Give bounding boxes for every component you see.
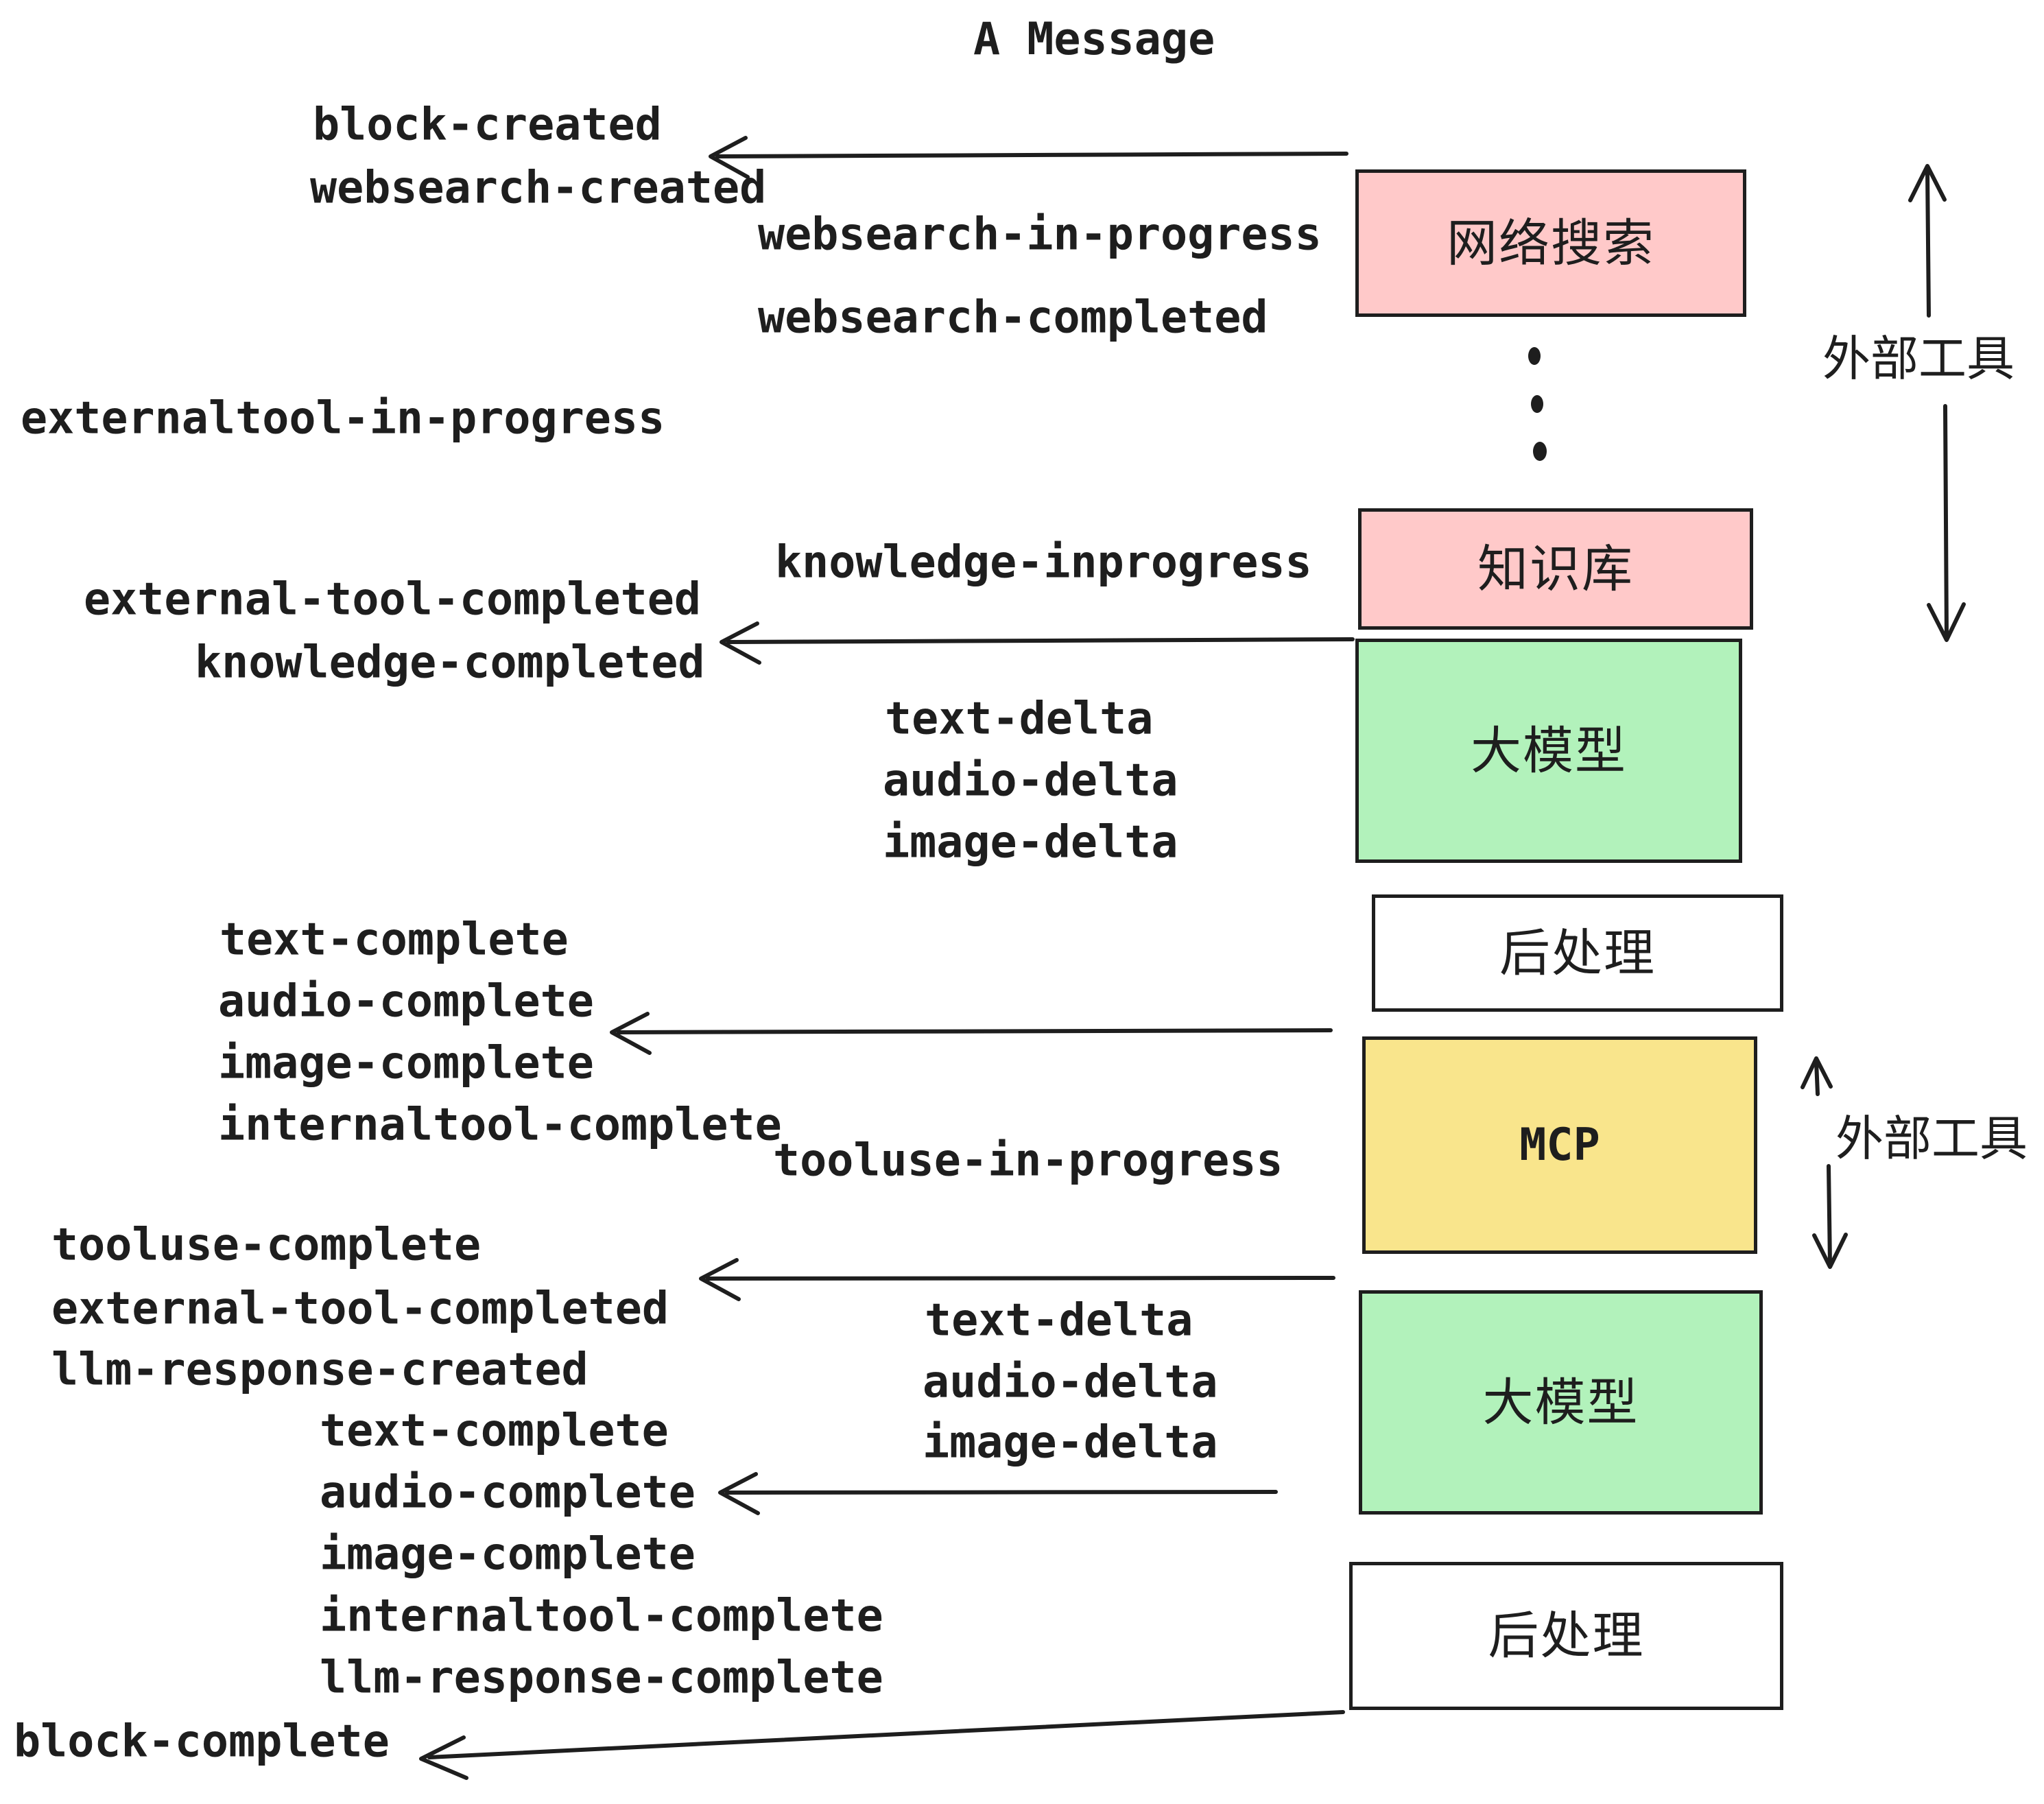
event-label-image-complete-2: image-complete: [320, 1528, 696, 1580]
box-knowledge-label: 知识库: [1477, 539, 1634, 599]
event-label-text-delta-2: text-delta: [925, 1294, 1193, 1346]
side-label-external-tools-1: 外部工具: [1822, 331, 2015, 387]
box-mcp: MCP: [1362, 1036, 1757, 1254]
event-label-internaltool-complete-2: internaltool-complete: [320, 1590, 883, 1642]
arrow-postprocess2-to-block-complete-icon: [419, 1710, 1345, 1780]
arrow-websearch-to-block-created-icon: [709, 136, 1348, 179]
event-label-knowledge-inprogress: knowledge-inprogress: [775, 536, 1312, 589]
arrow-postprocess-to-image-complete-icon: [610, 1012, 1333, 1055]
event-label-image-delta-2: image-delta: [923, 1416, 1218, 1469]
arrow-knowledge-to-knowledge-completed-icon: [720, 621, 1355, 665]
event-label-audio-complete-2: audio-complete: [320, 1467, 696, 1519]
event-label-llm-response-created: llm-response-created: [51, 1344, 589, 1396]
event-label-audio-delta: audio-delta: [883, 755, 1178, 807]
event-label-llm-response-complete: llm-response-complete: [320, 1652, 883, 1704]
event-label-audio-complete: audio-complete: [218, 975, 594, 1028]
event-label-external-tool-completed-2: external-tool-completed: [51, 1283, 669, 1335]
box-llm-2: 大模型: [1359, 1290, 1763, 1515]
box-mcp-label: MCP: [1519, 1119, 1600, 1171]
event-label-tooluse-complete: tooluse-complete: [51, 1219, 482, 1271]
event-label-text-delta: text-delta: [885, 693, 1154, 745]
event-label-websearch-in-progress: websearch-in-progress: [758, 209, 1322, 261]
event-label-image-delta: image-delta: [883, 816, 1178, 868]
external-tools-down-arrow-1-icon: [1927, 404, 1966, 642]
box-knowledge: 知识库: [1358, 508, 1753, 630]
event-label-external-tool-completed: external-tool-completed: [84, 573, 702, 626]
arrow-mcp-to-tooluse-complete-icon: [699, 1258, 1335, 1301]
event-label-tooluse-in-progress: tooluse-in-progress: [773, 1135, 1283, 1187]
box-postprocess-2-label: 后处理: [1488, 1606, 1645, 1665]
event-label-externaltool-in-progress: externaltool-in-progress: [21, 392, 665, 444]
box-websearch: 网络搜索: [1355, 169, 1746, 317]
external-tools-down-arrow-2-icon: [1812, 1164, 1848, 1269]
event-label-websearch-created: websearch-created: [310, 162, 767, 214]
event-label-block-created: block-created: [313, 99, 662, 151]
event-label-image-complete: image-complete: [218, 1037, 594, 1089]
ellipsis-dots-icon: [1528, 347, 1547, 461]
box-llm-1: 大模型: [1355, 639, 1742, 863]
event-label-block-complete: block-complete: [14, 1716, 390, 1768]
diagram-title: A Message: [973, 14, 1215, 65]
external-tools-up-arrow-2-icon: [1801, 1056, 1833, 1096]
event-label-audio-delta-2: audio-delta: [923, 1356, 1218, 1408]
box-postprocess-1: 后处理: [1372, 894, 1783, 1012]
event-label-internaltool-complete: internaltool-complete: [218, 1099, 782, 1151]
event-label-text-complete: text-complete: [219, 914, 569, 966]
event-label-text-complete-2: text-complete: [320, 1405, 669, 1457]
event-label-knowledge-completed: knowledge-completed: [195, 637, 705, 689]
box-websearch-label: 网络搜索: [1447, 213, 1655, 273]
side-label-external-tools-2: 外部工具: [1835, 1111, 2028, 1167]
box-llm-2-label: 大模型: [1482, 1373, 1639, 1432]
arrow-llm2-to-audio-complete-icon: [718, 1472, 1278, 1515]
box-postprocess-2: 后处理: [1349, 1562, 1783, 1710]
box-postprocess-1-label: 后处理: [1499, 923, 1656, 983]
event-label-websearch-completed: websearch-completed: [758, 292, 1268, 344]
box-llm-1-label: 大模型: [1471, 721, 1627, 781]
external-tools-up-arrow-1-icon: [1908, 164, 1947, 318]
